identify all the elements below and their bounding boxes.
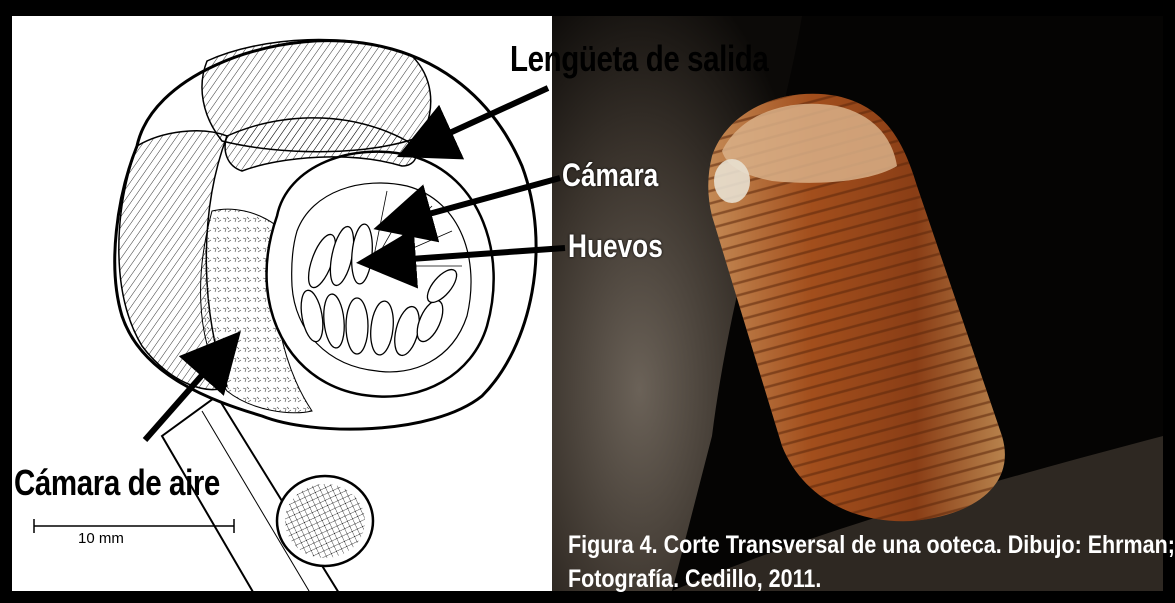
air-chamber-arrow — [145, 340, 233, 440]
scale-bar-label: 10 mm — [78, 530, 124, 547]
label-chamber: Cámara — [562, 157, 658, 194]
label-eggs: Huevos — [568, 228, 663, 265]
chamber-arrow — [385, 178, 560, 226]
figure-caption: Figura 4. Corte Transversal de una ootec… — [568, 528, 1175, 596]
label-air-chamber: Cámara de aire — [14, 462, 220, 504]
eggs-arrow — [368, 248, 565, 262]
caption-line-2: Fotografía. Cedillo, 2011. — [568, 562, 1175, 596]
exit-tab-arrow — [408, 88, 548, 152]
label-exit-tab: Lengüeta de salida — [510, 38, 768, 80]
caption-line-1: Figura 4. Corte Transversal de una ootec… — [568, 528, 1175, 562]
